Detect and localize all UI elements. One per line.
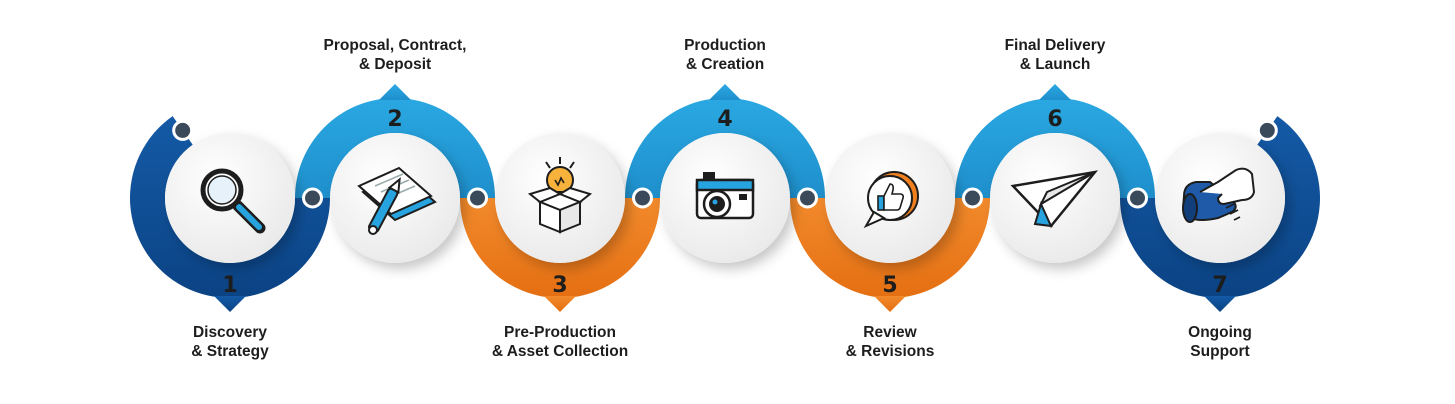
arc-band-7 [1120, 116, 1320, 298]
step-label-6: Final Delivery & Launch [945, 36, 1165, 74]
step-number-5: 5 [882, 273, 897, 298]
handshake-icon [1182, 167, 1256, 223]
arc-pointer-3 [544, 296, 576, 312]
step-label-3-line1: Pre-Production [504, 324, 616, 341]
step-label-7-line1: Ongoing [1188, 324, 1252, 341]
step-label-5: Review & Revisions [780, 323, 1000, 361]
arc-band-1 [130, 116, 330, 298]
step-number-4: 4 [717, 107, 732, 132]
arc-band-5 [790, 198, 990, 298]
arc-pointer-6 [1039, 84, 1071, 100]
step-number-2: 2 [387, 107, 402, 132]
step-label-1-line2: & Strategy [191, 343, 269, 360]
camera-icon [695, 172, 755, 220]
step-label-1: Discovery & Strategy [120, 323, 340, 361]
step-label-6-line1: Final Delivery [1004, 37, 1106, 54]
step-number-1: 1 [222, 273, 237, 298]
step-number-3: 3 [552, 273, 567, 298]
arc-band-3 [460, 198, 660, 298]
document-pen-icon [357, 166, 437, 235]
step-label-3: Pre-Production & Asset Collection [450, 323, 670, 361]
step-number-6: 6 [1047, 107, 1062, 132]
connector-dot-start [172, 119, 194, 141]
paper-plane-icon [1010, 170, 1099, 228]
arc-band-2 [295, 98, 495, 198]
magnifier-icon [200, 168, 266, 234]
connector-dot-6 [1127, 187, 1148, 209]
arc-band-4 [625, 98, 825, 198]
arc-pointer-1 [214, 296, 246, 312]
step-label-2: Proposal, Contract, & Deposit [285, 36, 505, 74]
arc-pointer-7 [1204, 296, 1236, 312]
step-label-1-line1: Discovery [192, 324, 268, 341]
step-label-4-line1: Production [684, 37, 766, 54]
step-label-2-line1: Proposal, Contract, [323, 37, 467, 54]
arc-bands [130, 98, 1320, 298]
step-label-7: Ongoing Support [1110, 323, 1330, 361]
step-label-3-line2: & Asset Collection [491, 343, 629, 360]
arc-pointer-5 [874, 296, 906, 312]
connector-dot-end [1256, 119, 1278, 141]
arc-band-6 [955, 98, 1155, 198]
connector-dot-2 [467, 187, 488, 209]
step-label-5-line2: & Revisions [845, 343, 935, 360]
step-label-6-line2: & Launch [1019, 56, 1091, 73]
connector-dot-3 [632, 187, 653, 209]
arc-pointer-4 [709, 84, 741, 100]
step-label-7-line2: Support [1190, 343, 1250, 360]
connector-dot-1 [302, 187, 323, 209]
lightbulb-box-icon [527, 157, 593, 234]
step-numbers: 1 2 3 4 5 6 7 [222, 107, 1227, 298]
step-label-2-line2: & Deposit [358, 56, 432, 73]
connector-dot-5 [962, 187, 983, 209]
step-label-4-line2: & Creation [685, 56, 765, 73]
arc-pointer-2 [379, 84, 411, 100]
step-label-4: Production & Creation [615, 36, 835, 74]
thumbs-up-bubble-icon [863, 171, 919, 229]
arc-pointers [214, 84, 1236, 312]
connector-dots [172, 119, 1278, 209]
connector-dot-4 [797, 187, 818, 209]
step-number-7: 7 [1212, 273, 1227, 298]
step-label-5-line1: Review [863, 324, 917, 341]
